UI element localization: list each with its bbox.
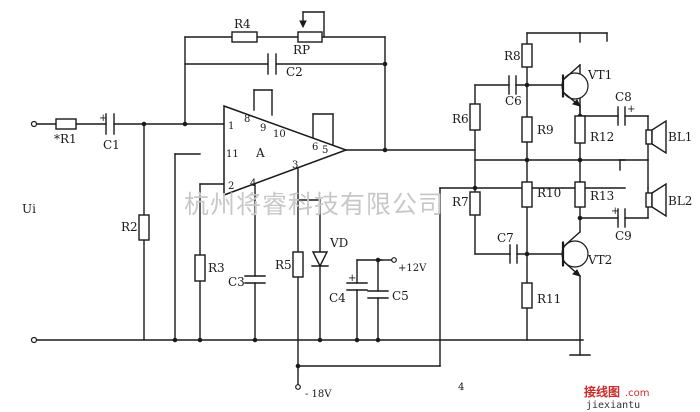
resistor-r13	[574, 181, 586, 208]
resistor-r8	[521, 43, 533, 68]
label-r11: R11	[537, 292, 561, 306]
label-r10: R10	[537, 186, 561, 200]
transistor-vt2	[561, 231, 589, 277]
label-vt1: VT1	[587, 68, 612, 82]
resistor-r5	[292, 251, 304, 278]
label-c5: C5	[392, 289, 409, 303]
site-watermark: 接线图 .com jiexiantu	[584, 384, 650, 411]
resistor-r12	[574, 115, 586, 144]
resistor-r2	[138, 214, 150, 241]
label-r7: R7	[452, 195, 469, 209]
label-c4: C4	[329, 291, 346, 305]
label-r8: R8	[504, 49, 521, 63]
label-amp: A	[255, 146, 265, 160]
label-c6: C6	[505, 94, 522, 108]
label-r13: R13	[590, 189, 614, 203]
label-rp: RP	[293, 43, 310, 57]
resistor-r3	[194, 254, 206, 282]
wires	[35, 11, 649, 386]
svg-text:+: +	[611, 206, 619, 217]
svg-text:9: 9	[260, 123, 266, 134]
site-suffix: .com	[625, 388, 650, 399]
label-supply-pos: +12V	[398, 263, 427, 274]
resistor-r7	[469, 191, 481, 216]
svg-text:6: 6	[312, 142, 318, 153]
label-r9: R9	[537, 123, 554, 137]
capacitor-c6	[508, 75, 517, 95]
label-c9: C9	[615, 229, 632, 243]
supply-pos-terminal	[391, 257, 397, 263]
potentiometer-rp	[297, 20, 323, 43]
ground-terminal	[30, 336, 38, 344]
resistor-r10	[521, 181, 533, 208]
svg-text:5: 5	[322, 145, 328, 156]
label-c2: C2	[286, 65, 303, 79]
label-bl1: BL1	[668, 130, 692, 144]
label-note: 4	[458, 382, 464, 393]
label-c7: C7	[497, 231, 514, 245]
speaker-bl1	[645, 119, 667, 155]
label-c3: C3	[228, 275, 245, 289]
svg-text:10: 10	[273, 129, 286, 140]
capacitor-c3	[244, 275, 266, 284]
resistor-r6	[469, 103, 481, 131]
capacitor-c4: +	[346, 273, 368, 291]
diode-vd	[311, 251, 329, 268]
label-vd: VD	[329, 236, 348, 250]
label-r5: R5	[275, 258, 292, 272]
label-bl2: BL2	[668, 194, 692, 208]
svg-text:+: +	[99, 113, 107, 124]
opamp-pins: 1 8 9 10 11 6 5 3 2 4	[226, 114, 328, 192]
opamp-a	[223, 104, 349, 197]
capacitor-c7	[509, 244, 518, 264]
input-terminal	[30, 120, 38, 128]
resistor-r1	[55, 118, 77, 130]
label-r1: *R1	[54, 132, 77, 146]
label-c8: C8	[615, 90, 632, 104]
terminals	[30, 120, 397, 390]
label-r3: R3	[208, 261, 225, 275]
capacitor-c8: +	[617, 104, 635, 126]
transistor-vt1	[561, 64, 589, 117]
svg-text:+: +	[627, 104, 635, 115]
label-supply-neg: - 18V	[305, 389, 332, 400]
svg-text:+: +	[348, 273, 356, 284]
resistor-r4	[231, 31, 258, 43]
label-input: Ui	[22, 202, 36, 216]
svg-text:8: 8	[244, 114, 250, 125]
supply-neg-terminal	[295, 384, 301, 390]
capacitor-c1: +	[99, 113, 115, 135]
label-r2: R2	[121, 220, 138, 234]
label-r4: R4	[234, 17, 251, 31]
svg-text:2: 2	[228, 181, 234, 192]
resistor-r11	[521, 282, 533, 309]
speaker-bl2	[645, 182, 667, 218]
label-r6: R6	[452, 112, 469, 126]
site-name: 接线图	[584, 384, 620, 399]
label-vt2: VT2	[587, 253, 612, 267]
site-url: jiexiantu	[586, 400, 640, 411]
resistor-r9	[521, 116, 533, 143]
label-c1: C1	[103, 138, 120, 152]
capacitor-c9: +	[611, 206, 626, 228]
capacitor-c2	[267, 53, 277, 75]
svg-text:11: 11	[226, 149, 239, 160]
capacitor-c5	[367, 290, 389, 299]
label-r12: R12	[590, 130, 614, 144]
svg-text:3: 3	[292, 160, 298, 171]
svg-text:4: 4	[250, 178, 256, 189]
watermark-text: 杭州将睿科技有限公司	[184, 190, 444, 219]
svg-text:1: 1	[228, 121, 234, 132]
